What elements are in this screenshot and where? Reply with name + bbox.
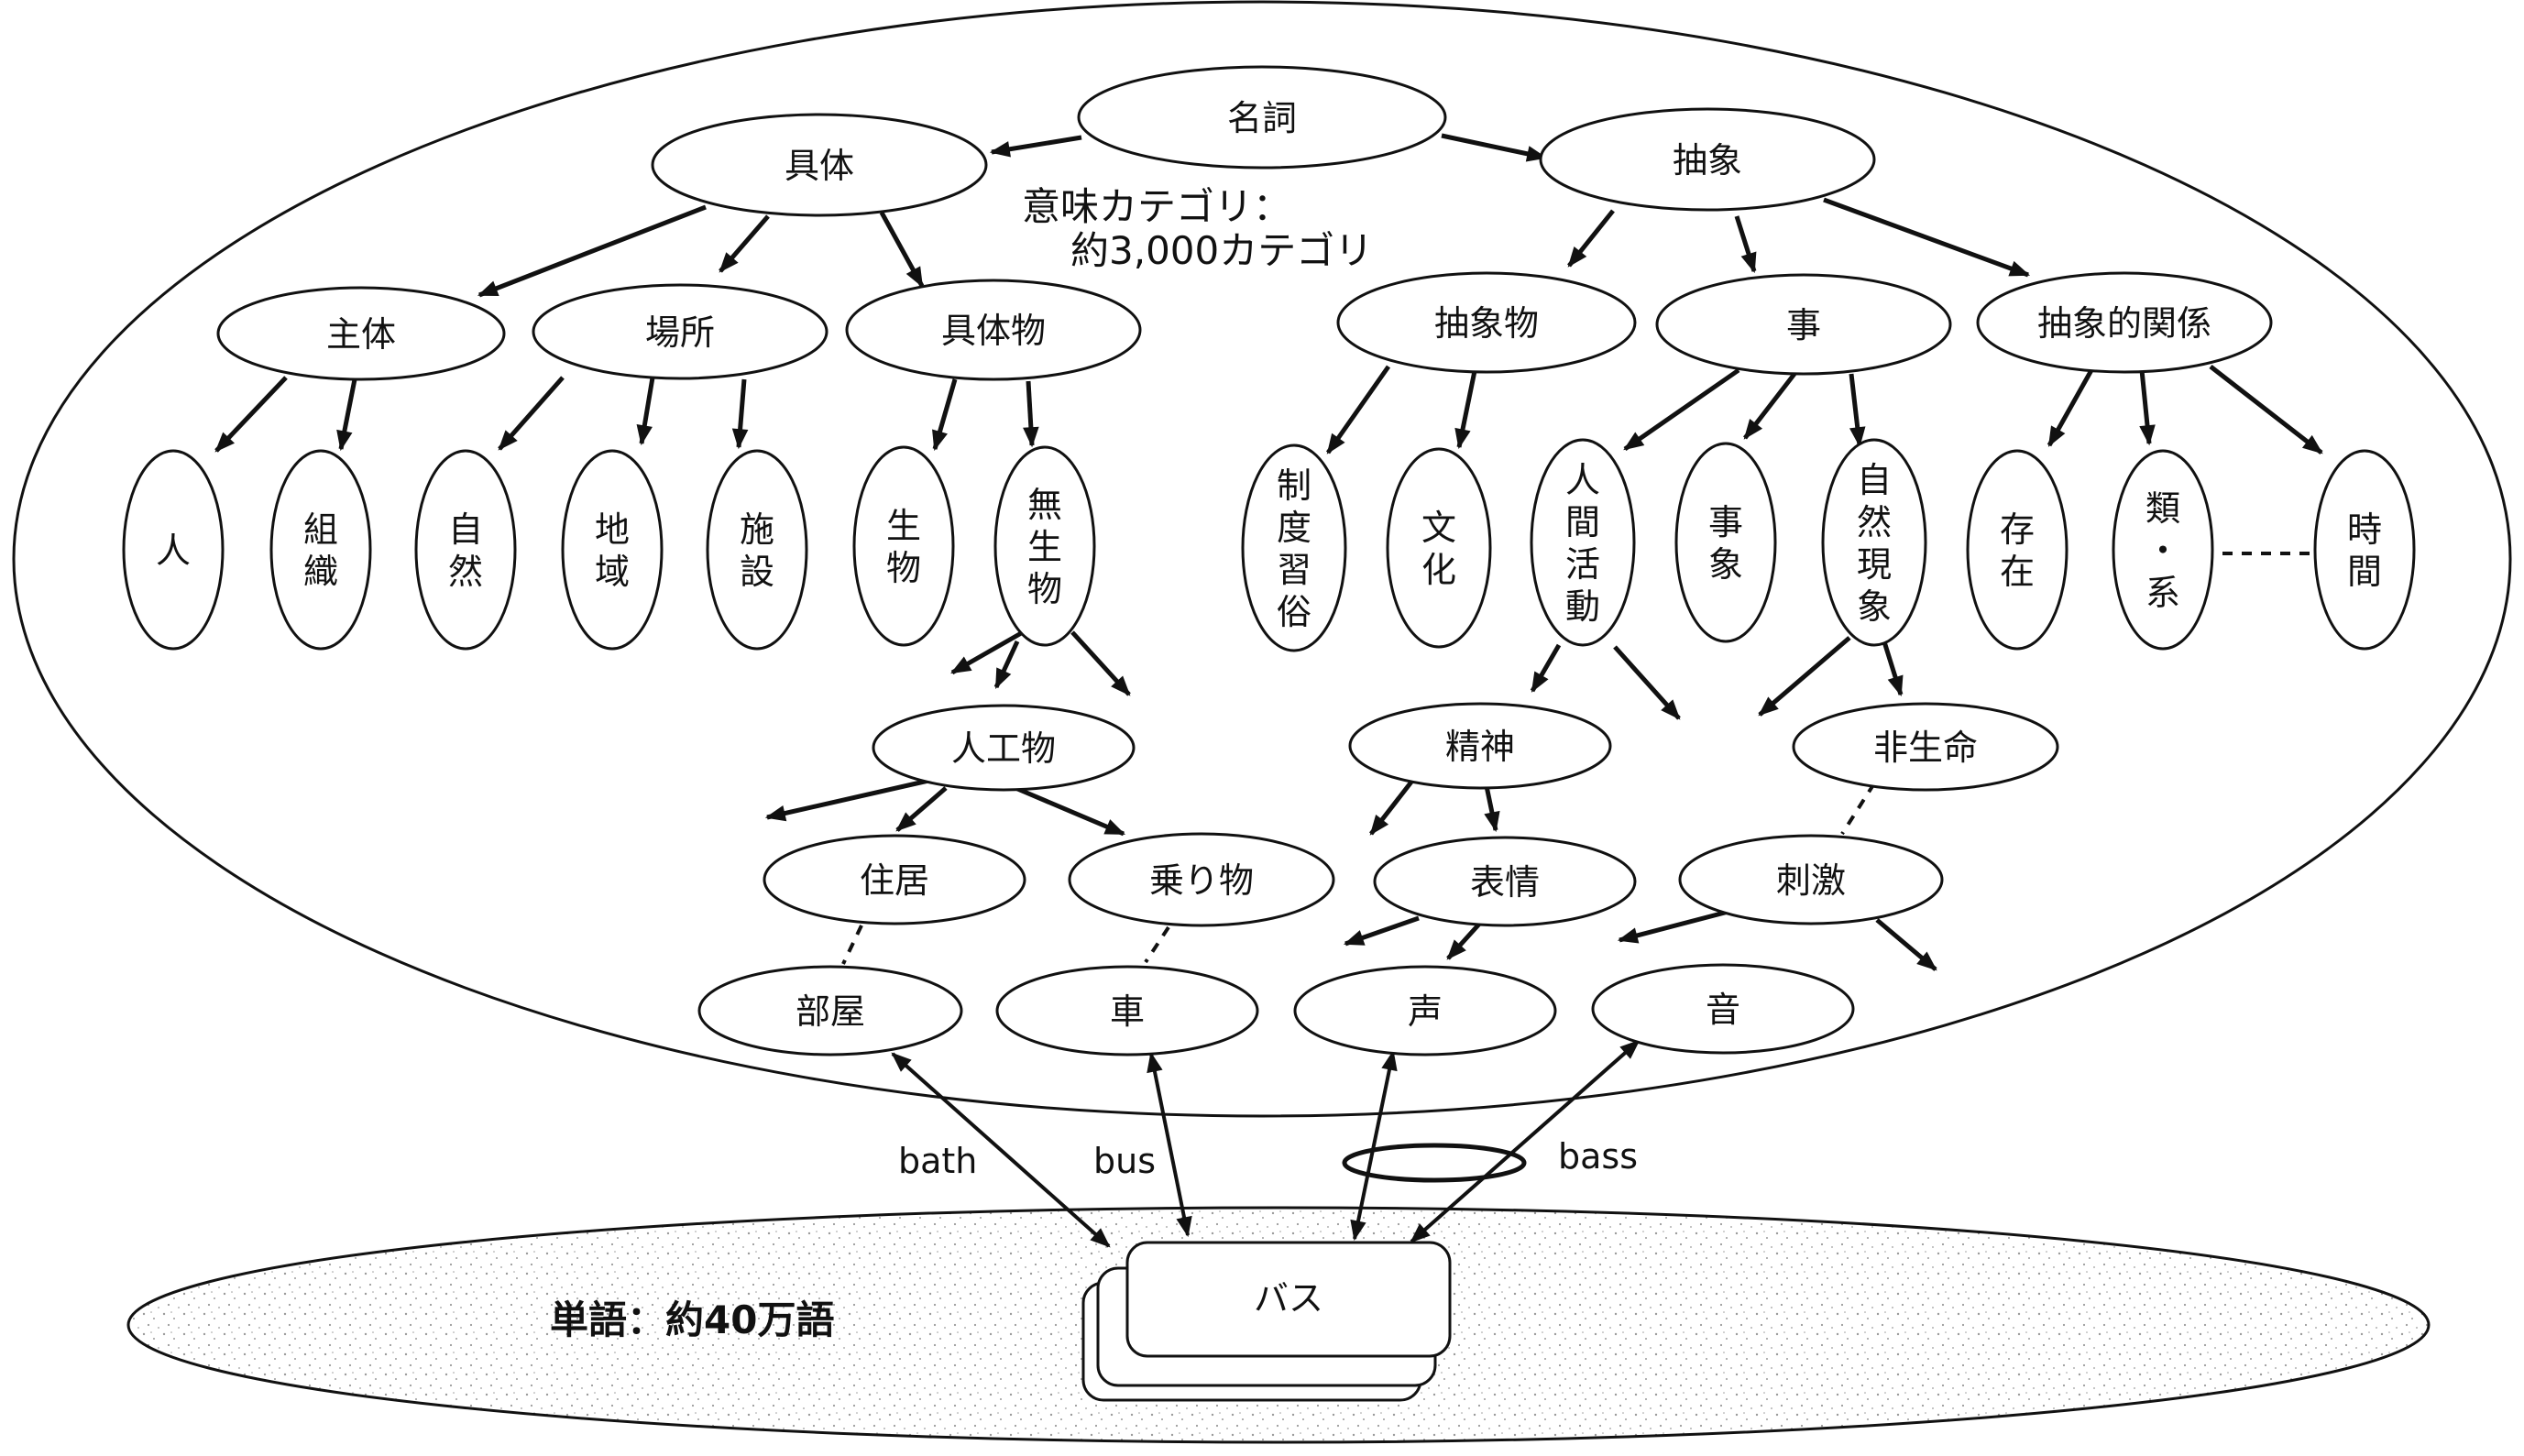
node-seibutsu: 生物: [852, 445, 955, 647]
node-oto-label: 音: [1706, 990, 1740, 1030]
node-shizen-label: 自然: [448, 509, 483, 592]
node-chushotekikankei: 抽象的関係: [1976, 271, 2273, 374]
node-koe: 声: [1293, 965, 1557, 1056]
node-seishin-label: 精神: [1445, 727, 1515, 767]
node-hito: 人: [122, 449, 225, 651]
node-seibutsu-label: 生物: [886, 506, 921, 588]
word-card-stack: バス: [1081, 1241, 1452, 1402]
node-chushobutsu-label: 抽象物: [1434, 303, 1539, 344]
node-shizengensho: 自然現象: [1821, 438, 1927, 647]
node-gutai: 具体: [651, 113, 988, 217]
node-shutai: 主体: [216, 286, 506, 381]
node-heya-label: 部屋: [796, 991, 865, 1032]
node-chiiki: 地域: [561, 449, 664, 651]
node-hyojo: 表情: [1373, 836, 1637, 927]
node-jisho: 事象: [1674, 442, 1777, 643]
node-kuruma-label: 車: [1110, 991, 1145, 1032]
node-gutaibutsu-label: 具体物: [941, 311, 1046, 351]
node-chiiki-label: 地域: [595, 509, 630, 592]
node-jinkobutsu-label: 人工物: [951, 728, 1056, 769]
node-museibutsu: 無生物: [993, 445, 1096, 647]
word-count-note: 単語：約40万語: [550, 1297, 834, 1342]
node-seishin: 精神: [1348, 702, 1612, 790]
hierarchy-edges: [214, 133, 2323, 971]
node-chushobutsu: 抽象物: [1336, 271, 1637, 374]
node-heya: 部屋: [697, 965, 963, 1056]
node-bunka: 文化: [1386, 447, 1492, 649]
node-hyojo-label: 表情: [1470, 862, 1540, 903]
node-soshiki-label: 組織: [303, 509, 338, 592]
node-chusho-label: 抽象: [1673, 140, 1742, 181]
node-shutai-label: 主体: [326, 314, 396, 355]
node-meishi-label: 名詞: [1227, 98, 1297, 138]
node-jukyo: 住居: [763, 834, 1026, 925]
node-sonzai-label: 存在: [2000, 509, 2035, 592]
node-shigeki-label: 刺激: [1776, 860, 1846, 901]
category-note-line2: 約3,000カテゴリ: [1070, 228, 1373, 273]
node-koto-label: 事: [1786, 305, 1821, 345]
node-ningenkatsudo-label: 人間活動: [1565, 460, 1600, 627]
sense-label-bass: bass: [1558, 1136, 1638, 1177]
node-soshiki: 組織: [269, 449, 372, 651]
sense-links: [891, 1039, 1641, 1248]
node-museibutsu-label: 無生物: [1027, 485, 1062, 609]
sense-label-bus: bus: [1093, 1141, 1156, 1181]
node-gutai-label: 具体: [785, 146, 854, 186]
category-note-line1: 意味カテゴリ：: [1022, 184, 1291, 229]
dashed-links: [841, 552, 2328, 965]
bass-ring: [1342, 1143, 1527, 1183]
node-basho-label: 場所: [645, 312, 715, 353]
node-seidoshuzoku: 制度習俗: [1241, 443, 1347, 652]
node-chushotekikankei-label: 抽象的関係: [2037, 303, 2211, 344]
node-jisho-label: 事象: [1708, 502, 1743, 585]
node-shizengensho-label: 自然現象: [1857, 460, 1892, 627]
node-shizen: 自然: [414, 449, 517, 651]
node-sonzai: 存在: [1966, 449, 2069, 651]
sense-label-bath: bath: [898, 1141, 977, 1181]
node-kuruma: 車: [995, 965, 1259, 1056]
node-jinkobutsu: 人工物: [872, 704, 1136, 792]
node-shigeki: 刺激: [1678, 834, 1944, 925]
node-gutaibutsu: 具体物: [845, 279, 1142, 381]
node-hiseimei-label: 非生命: [1873, 728, 1978, 768]
node-jikan: 時間: [2313, 449, 2416, 651]
node-chusho: 抽象: [1539, 107, 1876, 212]
node-hiseimei: 非生命: [1792, 702, 2059, 792]
node-jukyo-label: 住居: [860, 860, 929, 901]
word-card-label: バス: [1254, 1278, 1323, 1319]
node-basho: 場所: [532, 283, 829, 380]
node-jikan-label: 時間: [2347, 509, 2382, 592]
category-layer-ellipse: [12, 0, 2512, 1118]
node-ningenkatsudo: 人間活動: [1530, 438, 1636, 647]
node-bunka-label: 文化: [1421, 508, 1456, 590]
node-oto: 音: [1591, 963, 1855, 1055]
node-shisetsu-label: 施設: [740, 509, 774, 592]
node-koe-label: 声: [1408, 991, 1443, 1032]
node-shisetsu: 施設: [706, 449, 808, 651]
node-hito-label: 人: [156, 531, 191, 571]
node-norimono: 乗り物: [1068, 832, 1335, 927]
node-rui_kei-label: 類・系: [2145, 488, 2180, 613]
node-meishi: 名詞: [1077, 65, 1447, 170]
node-seidoshuzoku-label: 制度習俗: [1277, 465, 1311, 632]
node-koto: 事: [1655, 273, 1952, 376]
node-rui_kei: 類・系: [2112, 449, 2214, 651]
node-norimono-label: 乗り物: [1149, 860, 1254, 901]
